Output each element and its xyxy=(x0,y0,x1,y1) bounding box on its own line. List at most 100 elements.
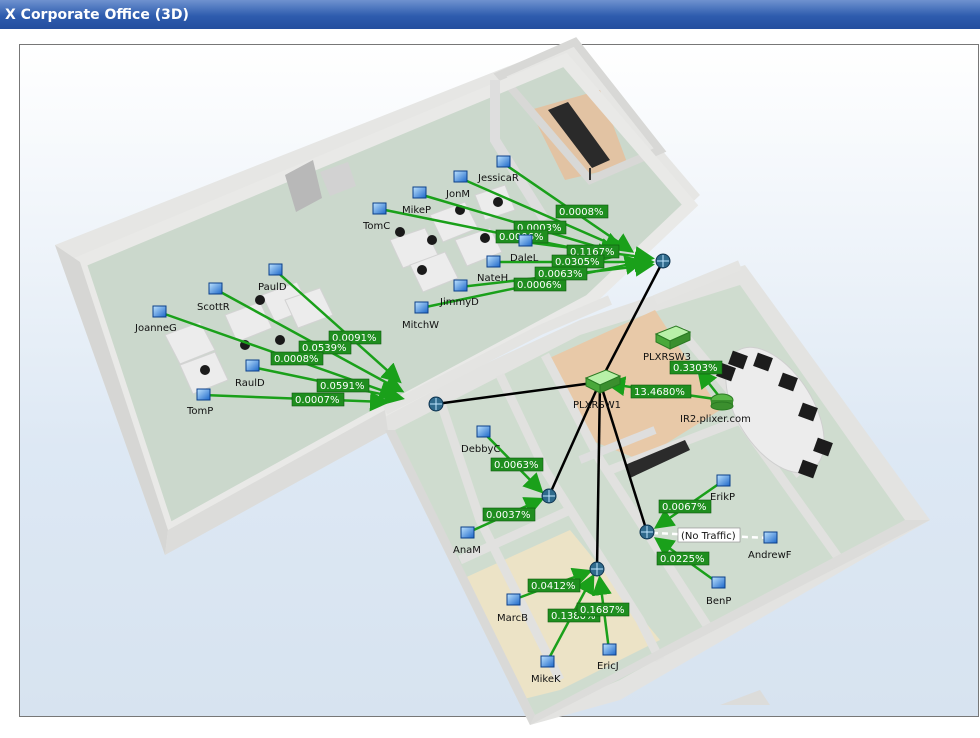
pct-label[interactable]: 0.0037% xyxy=(482,507,536,522)
svg-text:0.0007%: 0.0007% xyxy=(295,395,340,406)
svg-text:0.0063%: 0.0063% xyxy=(538,269,583,280)
svg-text:13.4680%: 13.4680% xyxy=(634,387,685,398)
workstation-scottr[interactable]: ScottR xyxy=(197,282,230,313)
pct-label[interactable]: 0.0063% xyxy=(534,266,588,281)
svg-text:MarcB: MarcB xyxy=(497,613,528,624)
svg-text:0.0091%: 0.0091% xyxy=(332,333,377,344)
pct-label[interactable]: 0.0412% xyxy=(527,578,581,593)
workstation-benp[interactable]: BenP xyxy=(706,576,731,607)
router-ir2[interactable]: IR2.plixer.com xyxy=(680,393,751,425)
svg-text:ErikP: ErikP xyxy=(710,492,735,503)
workstation-joanneg[interactable]: JoanneG xyxy=(134,305,177,334)
svg-text:JessicaR: JessicaR xyxy=(477,173,519,184)
svg-text:JimmyD: JimmyD xyxy=(439,297,479,308)
utilization-labels: 0.0008% 0.0003% 0.0006% 0.1167% 0.0305% … xyxy=(270,204,741,623)
svg-text:MikeP: MikeP xyxy=(402,205,431,216)
window-title-bar: X Corporate Office (3D) xyxy=(0,0,980,29)
pct-label[interactable]: 13.4680% xyxy=(630,384,692,399)
switch-plxrsw3[interactable]: PLXRSW3 xyxy=(643,325,692,363)
pct-label[interactable]: 0.0225% xyxy=(656,551,710,566)
svg-text:PaulD: PaulD xyxy=(258,282,287,293)
pct-label[interactable]: 0.0008% xyxy=(555,204,609,219)
svg-text:0.0305%: 0.0305% xyxy=(555,257,600,268)
svg-text:0.0539%: 0.0539% xyxy=(302,343,347,354)
pct-label[interactable]: 0.0007% xyxy=(291,392,345,407)
svg-text:TomC: TomC xyxy=(362,221,390,232)
workstation-jonm[interactable]: JonM xyxy=(445,170,470,200)
no-traffic-label[interactable]: (No Traffic) xyxy=(677,527,741,543)
svg-text:DaleL: DaleL xyxy=(510,253,539,264)
workstation-marcb[interactable]: MarcB xyxy=(497,593,528,624)
device-label: PLXRSW3 xyxy=(643,352,691,363)
workstation-debbyc[interactable]: DebbyC xyxy=(461,425,500,455)
svg-text:(No Traffic): (No Traffic) xyxy=(681,531,736,542)
hub-globe-icon[interactable] xyxy=(639,524,655,540)
furniture xyxy=(164,102,833,479)
workstation-mitchw[interactable]: MitchW xyxy=(402,301,439,331)
workstation-nateh[interactable]: NateH xyxy=(477,255,508,284)
link-plxrsw1-hubdebby[interactable] xyxy=(547,381,602,497)
workstation-anam[interactable]: AnaM xyxy=(453,526,481,556)
pct-label[interactable]: 0.1687% xyxy=(576,602,630,617)
window-title: X Corporate Office (3D) xyxy=(5,7,189,23)
pct-label[interactable]: 0.0063% xyxy=(490,457,544,472)
svg-text:0.0008%: 0.0008% xyxy=(559,207,604,218)
workstation-tomp[interactable]: TomP xyxy=(186,388,213,417)
hub-globe-icon[interactable] xyxy=(655,253,671,269)
svg-text:0.0067%: 0.0067% xyxy=(662,502,707,513)
svg-text:0.0008%: 0.0008% xyxy=(274,354,319,365)
svg-text:0.1167%: 0.1167% xyxy=(570,247,615,258)
workstation-ericj[interactable]: EricJ xyxy=(597,643,619,672)
svg-text:AnaM: AnaM xyxy=(453,545,481,556)
hubs xyxy=(428,253,671,577)
workstation-mikep[interactable]: MikeP xyxy=(402,186,431,216)
workstation-andrewf[interactable]: AndrewF xyxy=(748,531,792,561)
link-plxrsw1-hubmarc[interactable] xyxy=(595,381,602,570)
svg-text:0.0412%: 0.0412% xyxy=(531,581,576,592)
svg-text:0.0225%: 0.0225% xyxy=(660,554,705,565)
workstation-tomc[interactable]: TomC xyxy=(362,202,390,232)
workstation-dalel[interactable]: DaleL xyxy=(510,234,539,264)
svg-text:BenP: BenP xyxy=(706,596,731,607)
switch-plxrsw1[interactable]: PLXRSW1 xyxy=(573,369,622,411)
svg-text:0.3303%: 0.3303% xyxy=(673,363,718,374)
workstation-jessicar[interactable]: JessicaR xyxy=(477,155,519,184)
svg-text:0.0591%: 0.0591% xyxy=(320,381,365,392)
svg-text:DebbyC: DebbyC xyxy=(461,444,500,455)
pct-label[interactable]: 0.0539% xyxy=(298,340,352,355)
pct-label[interactable]: 0.0008% xyxy=(270,351,324,366)
hub-globe-icon[interactable] xyxy=(541,488,557,504)
pct-label[interactable]: 0.0591% xyxy=(316,378,370,393)
svg-text:JoanneG: JoanneG xyxy=(134,323,177,334)
svg-text:JonM: JonM xyxy=(445,189,470,200)
link-hubleft-plxrsw1[interactable] xyxy=(435,380,601,406)
hub-globe-icon[interactable] xyxy=(428,396,444,412)
link-plxrsw1-huberik[interactable] xyxy=(598,381,649,533)
link-hubtop-plxrsw1[interactable] xyxy=(598,260,665,383)
workstation-jimmyd[interactable]: JimmyD xyxy=(439,279,479,308)
svg-text:0.1380%: 0.1380% xyxy=(551,611,596,622)
svg-text:ScottR: ScottR xyxy=(197,302,230,313)
svg-text:0.0006%: 0.0006% xyxy=(517,280,562,291)
svg-text:AndrewF: AndrewF xyxy=(748,550,792,561)
workstations: JessicaR JonM MikeP TomC DaleL NateH Jim… xyxy=(134,155,792,685)
svg-text:EricJ: EricJ xyxy=(597,661,619,672)
device-label: IR2.plixer.com xyxy=(680,414,751,425)
pct-label[interactable]: 0.3303% xyxy=(669,360,723,375)
svg-text:0.0063%: 0.0063% xyxy=(494,460,539,471)
svg-text:0.1687%: 0.1687% xyxy=(580,605,625,616)
svg-text:MitchW: MitchW xyxy=(402,320,439,331)
pct-label[interactable]: 0.0067% xyxy=(658,499,712,514)
hub-globe-icon[interactable] xyxy=(589,561,605,577)
device-label: PLXRSW1 xyxy=(573,400,621,411)
workstation-mikek[interactable]: MikeK xyxy=(531,655,561,685)
workstation-rauld[interactable]: RaulD xyxy=(235,359,265,389)
svg-text:TomP: TomP xyxy=(186,406,213,417)
workstation-pauld[interactable]: PaulD xyxy=(258,263,287,293)
workstation-erikp[interactable]: ErikP xyxy=(710,474,735,503)
svg-text:MikeK: MikeK xyxy=(531,674,561,685)
pct-label[interactable]: 0.0305% xyxy=(551,254,605,269)
svg-text:0.0003%: 0.0003% xyxy=(517,223,562,234)
svg-text:NateH: NateH xyxy=(477,273,508,284)
